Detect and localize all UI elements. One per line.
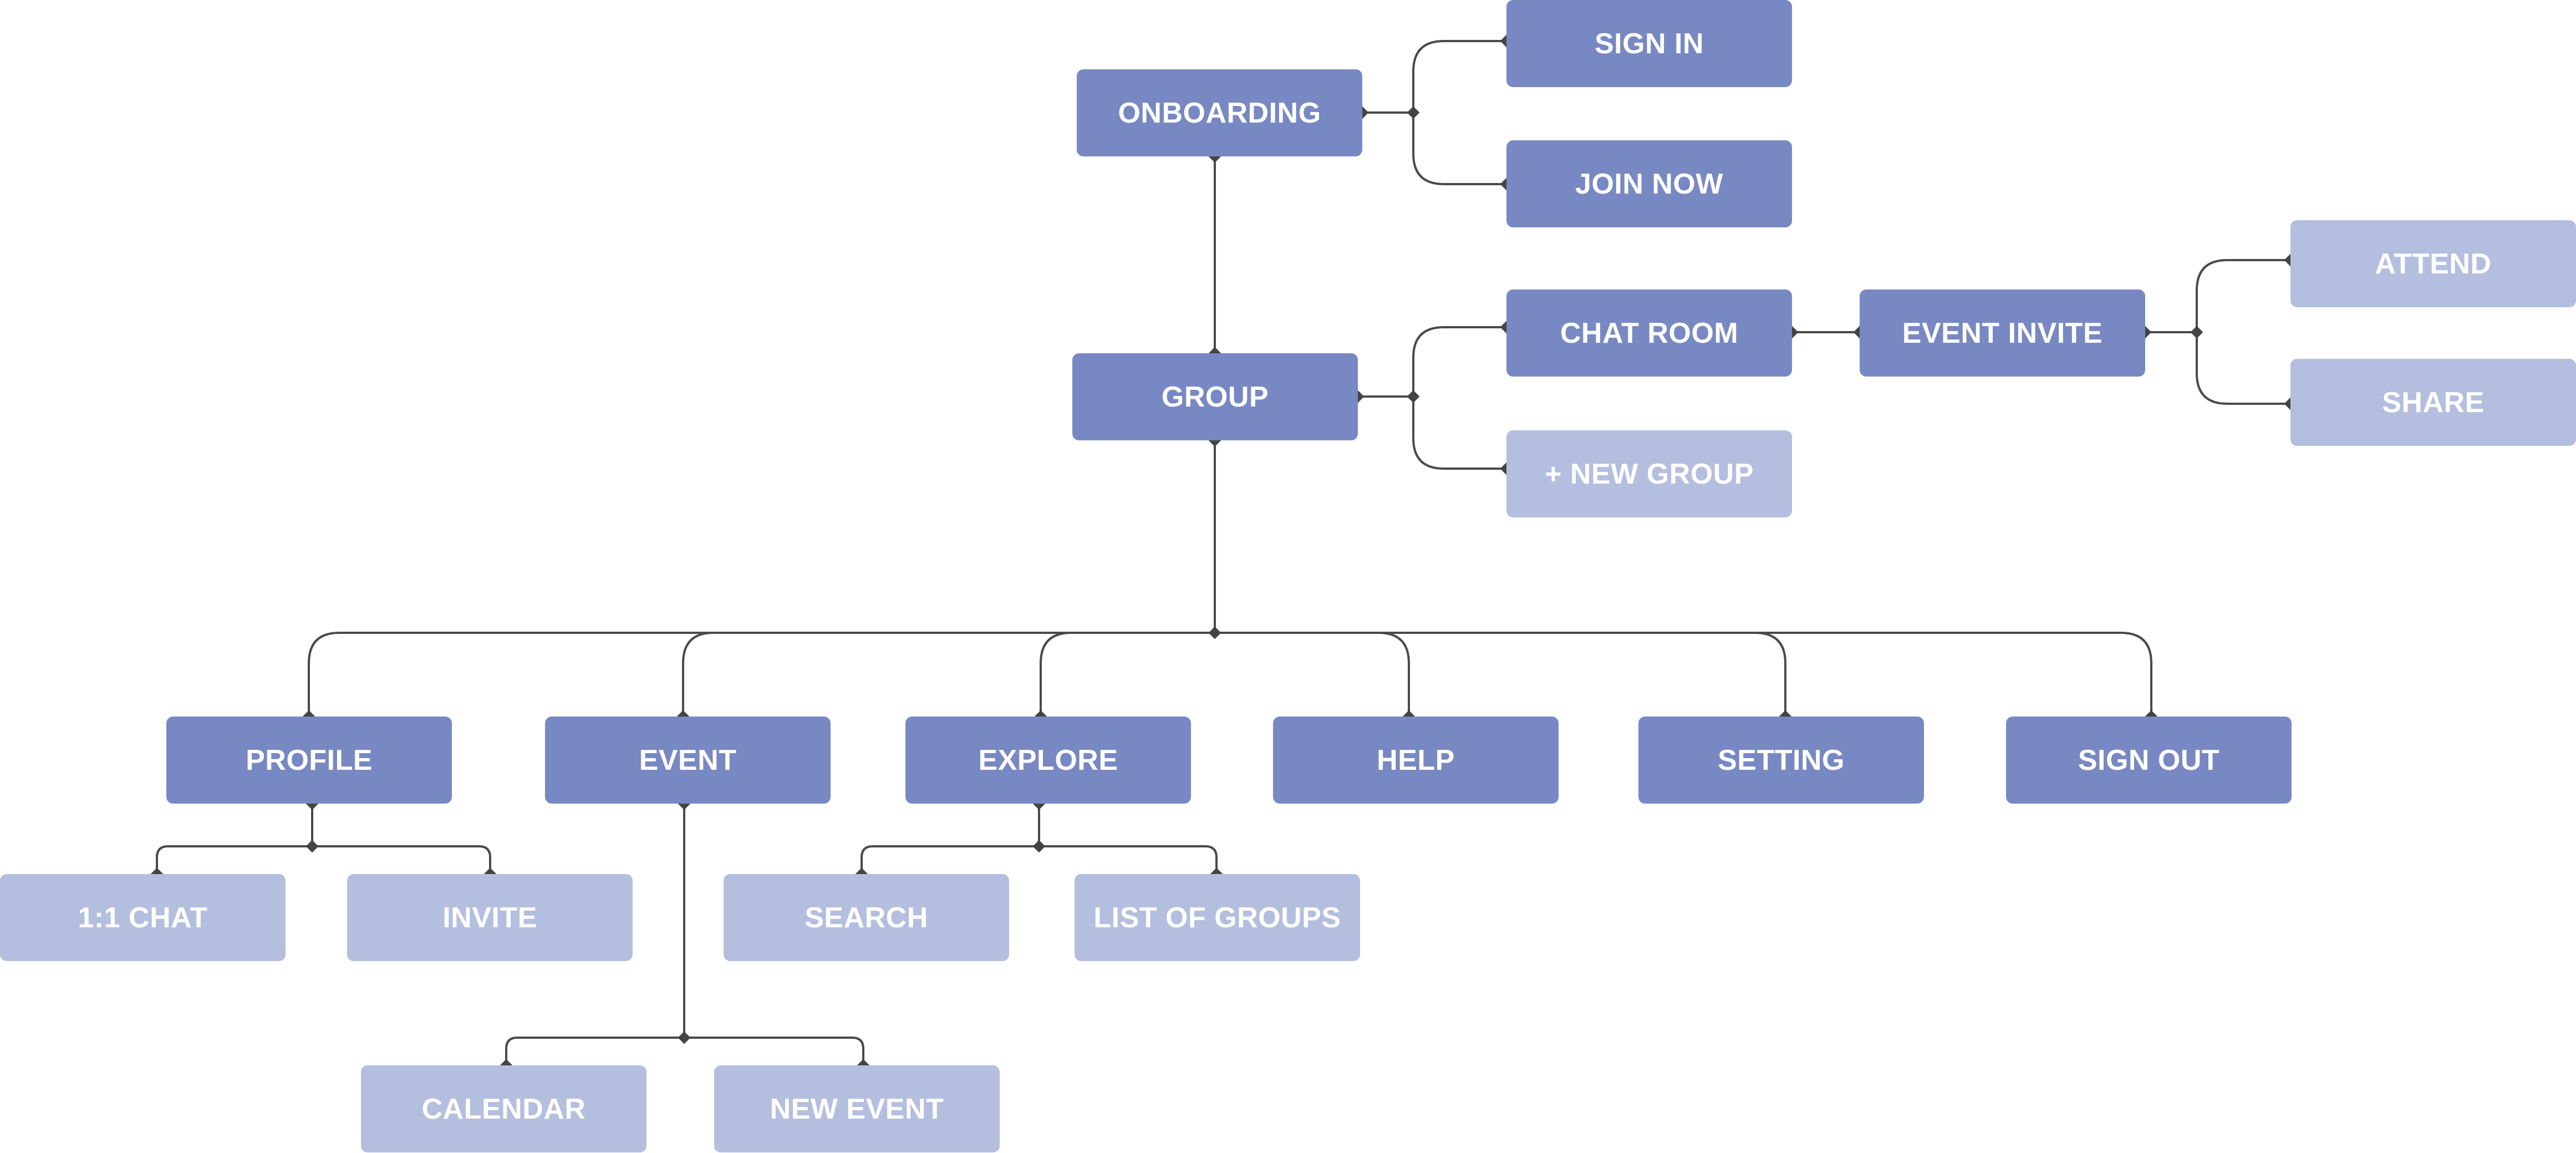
node-profile[interactable]: PROFILE <box>166 717 452 804</box>
edge-group-new-group <box>1412 397 1506 470</box>
node-sign-out-label: SIGN OUT <box>2078 744 2220 776</box>
edge-bus-setting <box>1754 632 1786 717</box>
node-group-label: GROUP <box>1161 380 1269 413</box>
node-join-now[interactable]: JOIN NOW <box>1506 140 1792 227</box>
node-setting[interactable]: SETTING <box>1638 717 1924 804</box>
node-1on1-chat[interactable]: 1:1 CHAT <box>0 874 286 961</box>
node-1on1-chat-label: 1:1 CHAT <box>78 901 208 934</box>
node-join-now-label: JOIN NOW <box>1575 167 1723 200</box>
edge-event-invite-attend <box>2145 259 2290 333</box>
edge-explore-children <box>861 804 1218 874</box>
node-calendar-label: CALENDAR <box>421 1093 586 1125</box>
node-share-label: SHARE <box>2382 386 2485 419</box>
node-share[interactable]: SHARE <box>2290 359 2576 446</box>
node-chat-room-label: CHAT ROOM <box>1560 317 1739 349</box>
node-new-group-label: + NEW GROUP <box>1545 458 1754 490</box>
edge-profile-children <box>156 804 491 874</box>
node-list-of-groups[interactable]: LIST OF GROUPS <box>1075 874 1360 961</box>
node-chat-room[interactable]: CHAT ROOM <box>1506 289 1792 377</box>
node-help-label: HELP <box>1377 744 1455 776</box>
node-new-event[interactable]: NEW EVENT <box>714 1065 1000 1152</box>
node-attend[interactable]: ATTEND <box>2290 220 2576 307</box>
edge-bus-help <box>1378 632 1410 717</box>
node-profile-label: PROFILE <box>246 744 373 776</box>
node-search[interactable]: SEARCH <box>724 874 1009 961</box>
node-invite-label: INVITE <box>442 901 537 934</box>
node-explore[interactable]: EXPLORE <box>905 717 1191 804</box>
node-event-invite[interactable]: EVENT INVITE <box>1860 289 2145 377</box>
node-event[interactable]: EVENT <box>545 717 831 804</box>
node-explore-label: EXPLORE <box>978 744 1118 776</box>
edge-onboarding-join-now <box>1412 113 1506 185</box>
node-event-label: EVENT <box>639 744 737 776</box>
node-search-label: SEARCH <box>805 901 928 934</box>
edge-onboarding-sign-in <box>1362 40 1506 114</box>
node-invite[interactable]: INVITE <box>347 874 633 961</box>
node-onboarding[interactable]: ONBOARDING <box>1077 69 1362 156</box>
node-list-of-groups-label: LIST OF GROUPS <box>1093 901 1341 934</box>
edge-bus-explore <box>1040 632 1072 717</box>
node-sign-in-label: SIGN IN <box>1594 27 1704 60</box>
node-new-group[interactable]: + NEW GROUP <box>1506 430 1792 517</box>
node-group[interactable]: GROUP <box>1072 353 1358 440</box>
edge-event-invite-share <box>2196 332 2290 405</box>
node-setting-label: SETTING <box>1718 744 1845 776</box>
node-onboarding-label: ONBOARDING <box>1118 96 1321 129</box>
node-calendar[interactable]: CALENDAR <box>361 1065 646 1152</box>
node-new-event-label: NEW EVENT <box>770 1093 944 1125</box>
node-sign-out[interactable]: SIGN OUT <box>2006 717 2292 804</box>
node-help[interactable]: HELP <box>1273 717 1559 804</box>
node-event-invite-label: EVENT INVITE <box>1902 317 2103 349</box>
node-attend-label: ATTEND <box>2375 247 2492 280</box>
edge-group-chat-room <box>1358 326 1506 398</box>
edge-bus-event <box>682 632 714 717</box>
edge-bus-right <box>1215 632 2152 717</box>
edge-bus-left <box>308 632 1215 717</box>
node-sign-in[interactable]: SIGN IN <box>1506 0 1792 87</box>
